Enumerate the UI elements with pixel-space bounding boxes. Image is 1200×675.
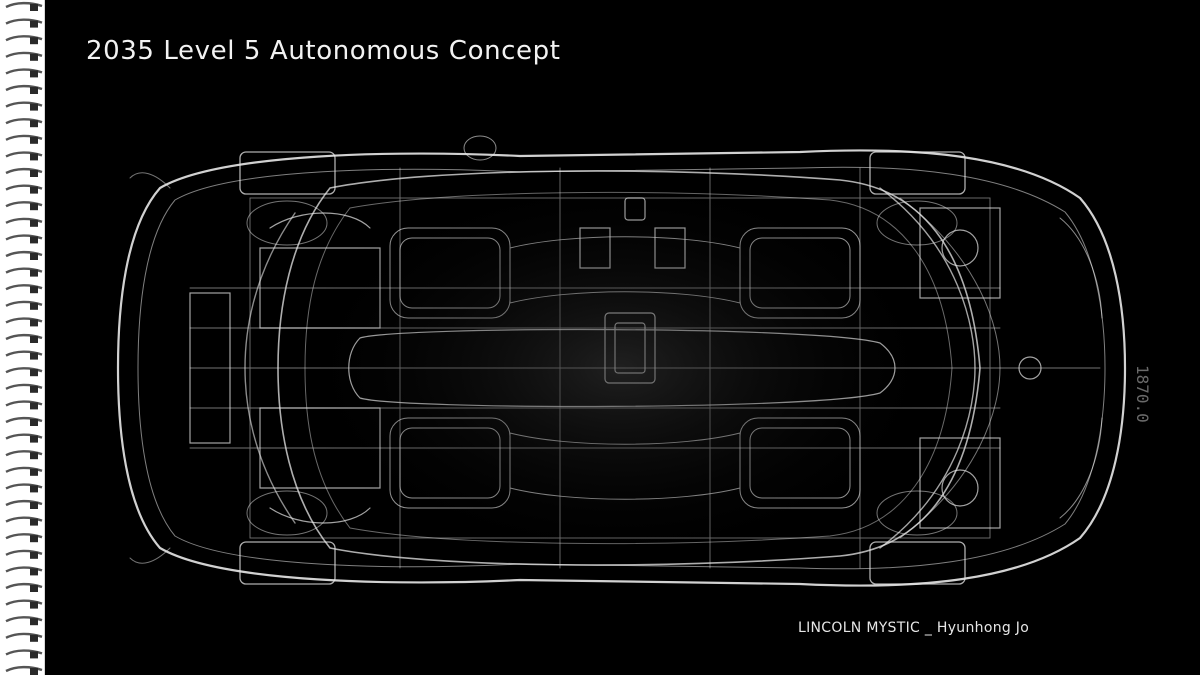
wheel-front-right (869, 541, 966, 585)
binding-coil (5, 433, 43, 443)
binding-coil (5, 350, 43, 360)
binding-coil (5, 466, 43, 476)
binding-coil (5, 566, 43, 576)
binding-coil (5, 616, 43, 626)
binding-coil (5, 649, 43, 659)
binding-coil (5, 284, 43, 294)
binding-coil (5, 134, 43, 144)
wheel-front-left (869, 151, 966, 195)
binding-coil (5, 416, 43, 426)
binding-coil (5, 300, 43, 310)
binding-coil (5, 599, 43, 609)
binding-coil (5, 151, 43, 161)
spiral-binding-icon (5, 1, 43, 675)
binding-coil (5, 68, 43, 78)
binding-coil (5, 632, 43, 642)
binding-coil (5, 35, 43, 45)
designer-credit: LINCOLN MYSTIC _ Hyunhong Jo (798, 620, 1030, 636)
binding-coil (5, 167, 43, 177)
car-x-ray-drawing (116, 135, 1127, 587)
binding-coil (5, 533, 43, 543)
binding-coil (5, 84, 43, 94)
slide-title: 2035 Level 5 Autonomous Concept (86, 36, 561, 66)
binding-coil (5, 250, 43, 260)
wheel-rear-left (239, 151, 336, 195)
binding-coil (5, 51, 43, 61)
binding-coil (5, 333, 43, 343)
binding-coil (5, 549, 43, 559)
binding-coil (5, 234, 43, 244)
spiral-binding (0, 0, 45, 675)
binding-coil (5, 383, 43, 393)
wheel-rear-right (239, 541, 336, 585)
binding-coil (5, 516, 43, 526)
binding-coil (5, 582, 43, 592)
binding-coil (5, 267, 43, 277)
dimension-label: 1870.0 (1133, 365, 1152, 423)
binding-coil (5, 367, 43, 377)
body-outline (116, 149, 1127, 587)
binding-coil (5, 18, 43, 28)
binding-coil (5, 101, 43, 111)
binding-coil (5, 184, 43, 194)
binding-coil (5, 317, 43, 327)
binding-coil (5, 400, 43, 410)
binding-coil (5, 499, 43, 509)
binding-coil (5, 483, 43, 493)
binding-coil (5, 118, 43, 128)
binding-coil (5, 1, 43, 11)
binding-coil (5, 201, 43, 211)
binding-coil (5, 665, 43, 675)
binding-coil (5, 217, 43, 227)
binding-coil (5, 450, 43, 460)
